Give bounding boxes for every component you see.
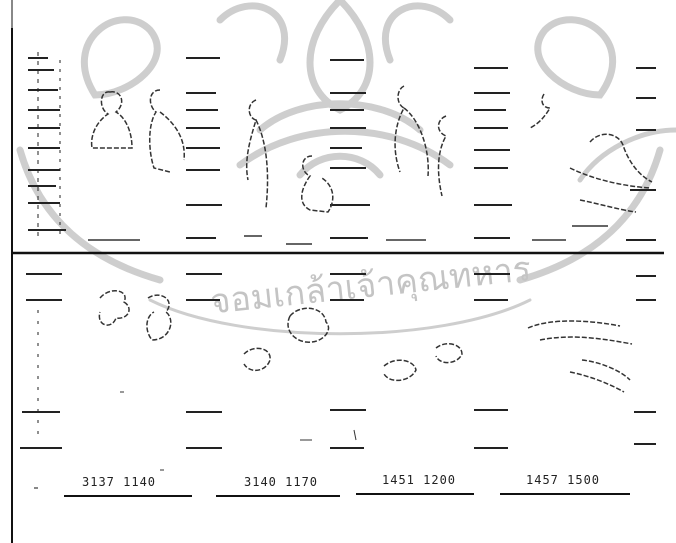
lower-scattered-marks xyxy=(120,392,356,470)
figure-caption-1: 3137 1140 xyxy=(82,475,156,489)
upper-baseline-marks xyxy=(88,226,608,244)
watermark-text: จอมเกล้าเจ้าคุณทหาร xyxy=(209,249,533,322)
figure-caption-3: 1451 1200 xyxy=(382,473,456,487)
figure-caption-2: 3140 1170 xyxy=(244,475,318,489)
figure-caption-4: 1457 1500 xyxy=(526,473,600,487)
caption-underlines xyxy=(34,488,630,496)
column-ticks-lower xyxy=(20,274,656,448)
caption-row: 3137 1140 3140 1170 1451 1200 1457 1500 xyxy=(82,473,600,489)
